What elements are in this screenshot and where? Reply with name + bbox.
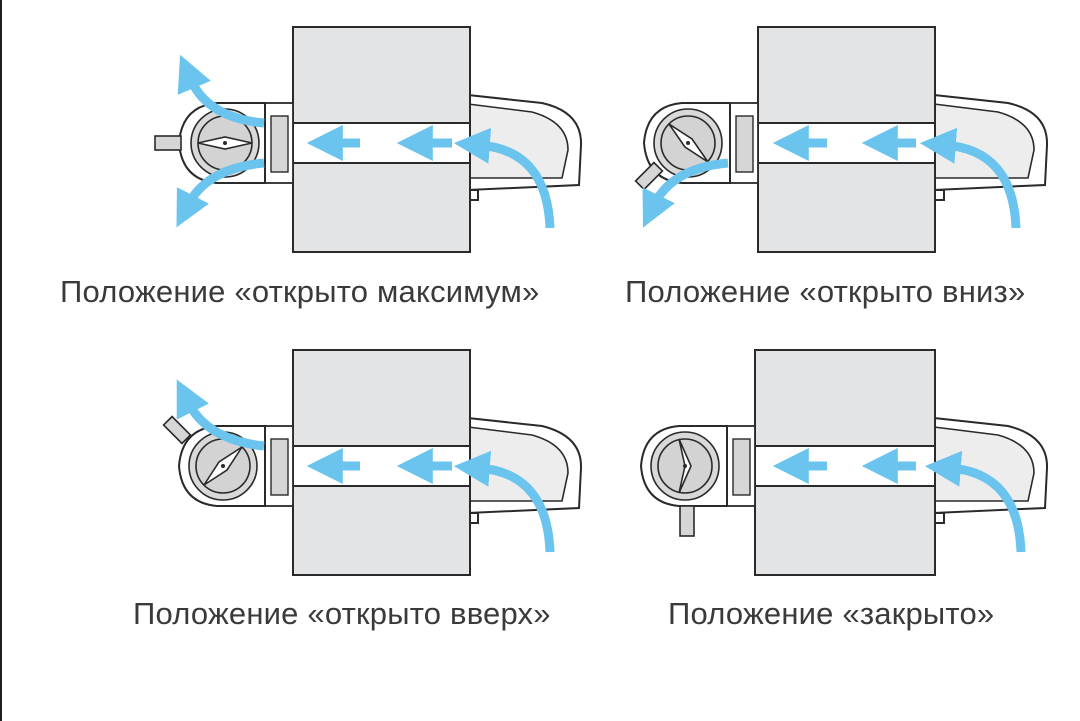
outer-hood-icon (467, 93, 583, 201)
caption-open-down: Положение «открыто вниз» (625, 274, 1026, 309)
caption-closed: Положение «закрыто» (668, 596, 995, 631)
airflow-arrow-icon (176, 54, 555, 229)
outer-hood-icon (933, 93, 1049, 201)
valve-frame (264, 102, 294, 184)
valve-icon (162, 415, 266, 507)
valve-icon (639, 425, 728, 537)
caption-open-max: Положение «открыто максимум» (60, 274, 540, 309)
diagram-open-max (154, 26, 583, 253)
airflow-arrow-icon (176, 379, 555, 553)
caption-open-up: Положение «открыто вверх» (133, 596, 551, 631)
diagram-open-down (634, 26, 1049, 253)
diagram-closed (639, 349, 1049, 576)
airflow-arrow-icon (772, 448, 1026, 553)
valve-frame (264, 425, 294, 507)
outer-hood-icon (467, 416, 583, 524)
valve-frame (729, 102, 759, 184)
diagram-open-up (162, 349, 583, 576)
airflow-arrow-icon (642, 125, 1021, 229)
valve-frame (726, 425, 756, 507)
valve-icon (154, 102, 266, 184)
